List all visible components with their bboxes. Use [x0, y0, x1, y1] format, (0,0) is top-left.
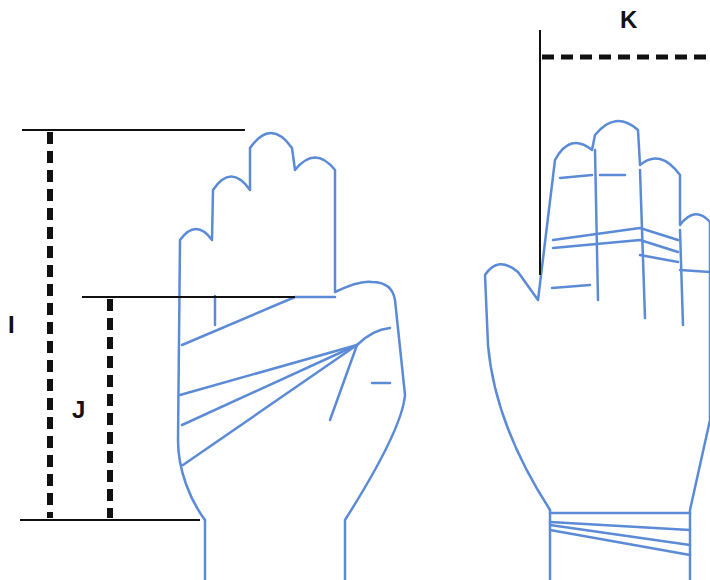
palm-crease: [180, 345, 357, 395]
palm-wrist-line: [204, 520, 207, 580]
dimension-label: I: [8, 313, 15, 337]
thumb-crease: [357, 328, 390, 345]
palm-crease: [183, 345, 357, 465]
dimension-line: [82, 296, 295, 298]
palm-crease: [214, 296, 217, 325]
finger-divider: [595, 150, 683, 325]
dimension-dashed: [107, 299, 113, 518]
finger-crease: [560, 175, 625, 178]
dimension-dashed: [542, 55, 710, 60]
finger-crease: [553, 228, 678, 252]
back-hand-outline: [485, 121, 710, 580]
dimension-line: [539, 30, 541, 275]
dimension-label: K: [620, 8, 637, 32]
thumb-crease: [330, 345, 357, 420]
dimension-line: [20, 519, 200, 521]
palm-hand-outline: [178, 133, 405, 580]
wrist-band: [550, 513, 690, 555]
palm-crease: [182, 345, 357, 425]
back-wrist-line: [549, 510, 552, 580]
finger-crease: [552, 255, 710, 288]
thumb-crease: [372, 382, 390, 385]
dimension-label: J: [72, 398, 85, 422]
palm-crease: [182, 297, 335, 345]
dimension-dashed: [47, 132, 53, 518]
dimension-line: [22, 129, 245, 131]
